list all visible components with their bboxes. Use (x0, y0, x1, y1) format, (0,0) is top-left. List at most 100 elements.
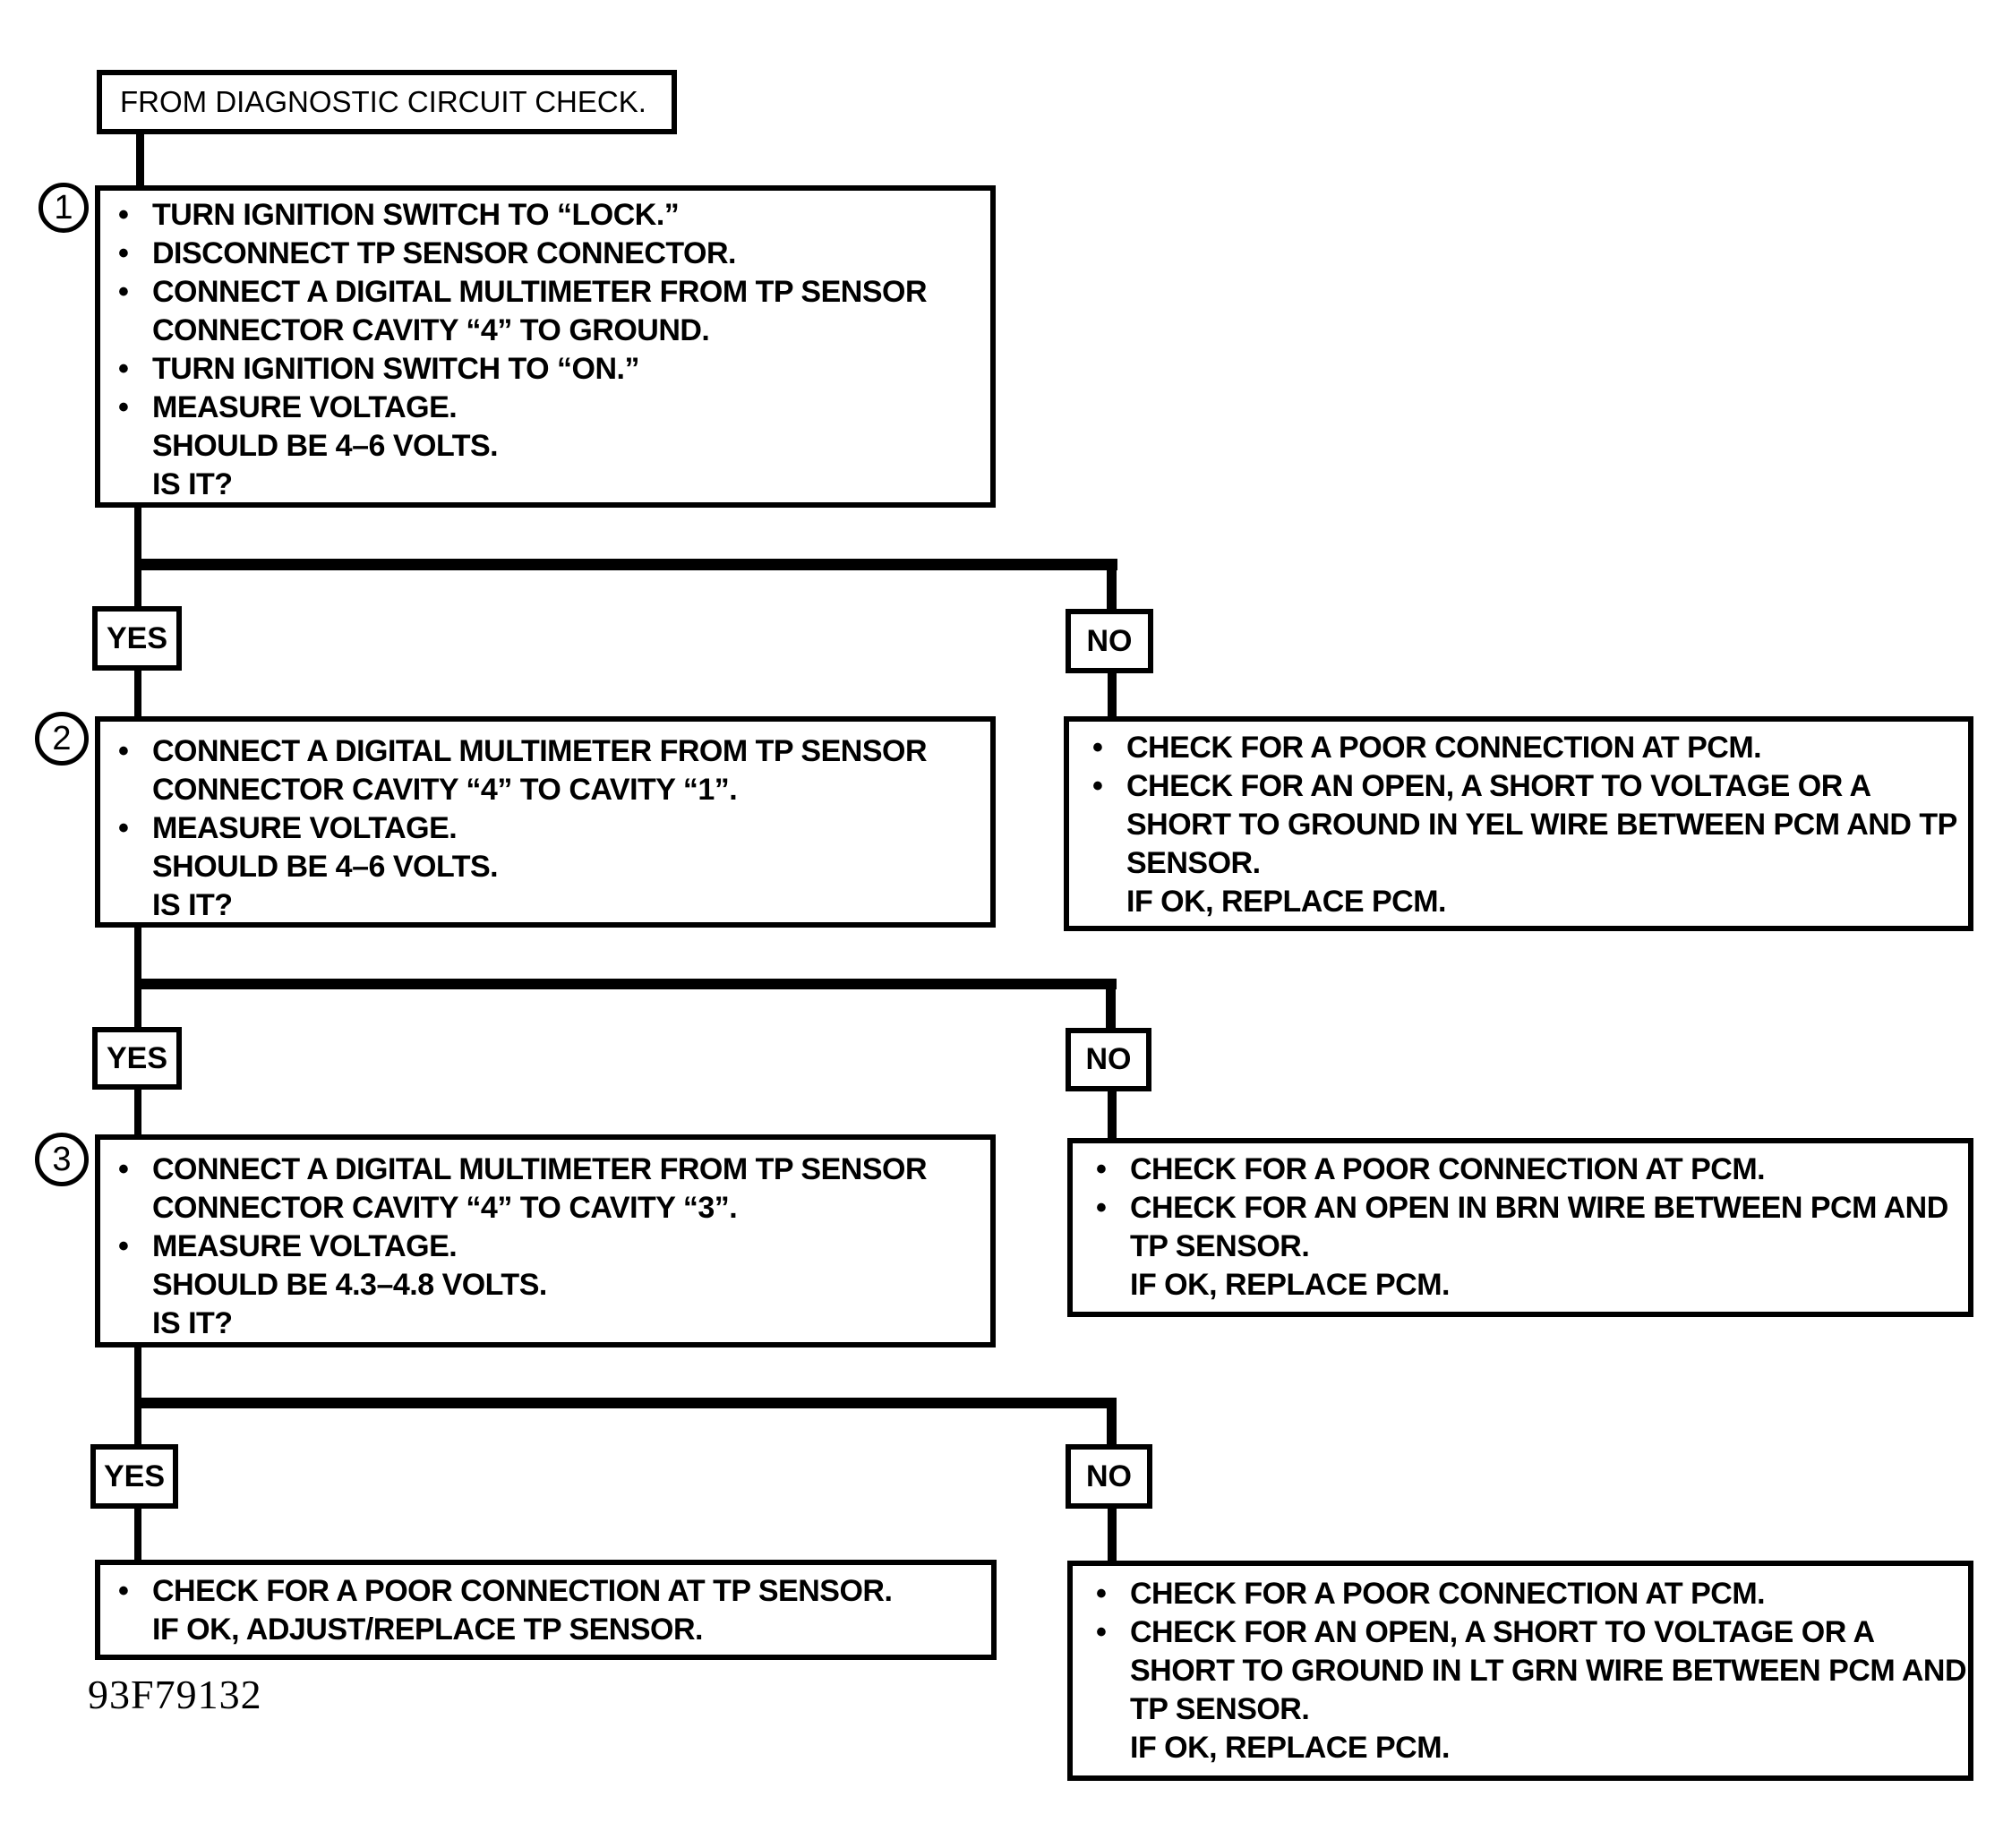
result-line: • CHECK FOR A POOR CONNECTION AT TP SENSO… (118, 1572, 982, 1611)
bullet-marker: • (118, 811, 129, 845)
step-line-text: MEASURE VOLTAGE. (152, 811, 458, 845)
no-label-1: NO (1066, 609, 1153, 673)
step-line-text: CONNECT A DIGITAL MULTIMETER FROM TP SEN… (152, 734, 928, 768)
step-line: IS IT? (118, 886, 981, 925)
step-line-text: TURN IGNITION SWITCH TO “LOCK.” (152, 198, 680, 232)
result-line-text: TP SENSOR. (1130, 1692, 1310, 1726)
step-line: CONNECTOR CAVITY “4” TO CAVITY “1”. (118, 771, 981, 809)
step-2-box: • CONNECT A DIGITAL MULTIMETER FROM TP SE… (95, 716, 996, 928)
no-label-2: NO (1066, 1028, 1151, 1091)
step-line-text: IS IT? (152, 1306, 233, 1340)
result-line: • CHECK FOR AN OPEN, A SHORT TO VOLTAGE O… (1096, 1613, 1959, 1652)
step-3-number: 3 (52, 1140, 72, 1178)
step-line: •MEASURE VOLTAGE. (118, 1228, 981, 1266)
yes-label-3: YES (90, 1444, 178, 1509)
yes-label-2: YES (92, 1027, 182, 1090)
bullet-marker: • (118, 390, 129, 424)
result-line: IF OK, ADJUST/REPLACE TP SENSOR. (118, 1611, 982, 1649)
bullet-marker: • (118, 275, 129, 309)
result-line-text: CHECK FOR AN OPEN, A SHORT TO VOLTAGE OR… (1126, 769, 1871, 803)
result-line: • CHECK FOR AN OPEN, A SHORT TO VOLTAGE O… (1092, 767, 1959, 806)
result-line-text: SHORT TO GROUND IN YEL WIRE BETWEEN PCM … (1126, 808, 1957, 842)
no-label-1-text: NO (1086, 623, 1133, 658)
yes-label-1: YES (92, 606, 182, 671)
bullet-marker: • (1096, 1191, 1107, 1225)
connector-step3-to-yes3 (134, 1345, 141, 1448)
step-line: SHOULD BE 4–6 VOLTS. (118, 427, 981, 466)
result-line-text: IF OK, REPLACE PCM. (1126, 885, 1446, 919)
step-1-circle: 1 (39, 183, 89, 233)
bullet-marker: • (1096, 1615, 1107, 1649)
connector-yes2-to-step3 (134, 1087, 141, 1138)
step-3-circle: 3 (35, 1133, 89, 1186)
step-line: CONNECTOR CAVITY “4” TO CAVITY “3”. (118, 1189, 981, 1228)
connector-no3-to-result3 (1108, 1506, 1117, 1564)
step-line-text: IS IT? (152, 467, 233, 501)
step-line-text: SHOULD BE 4.3–4.8 VOLTS. (152, 1268, 547, 1302)
result-line-text: CHECK FOR A POOR CONNECTION AT PCM. (1126, 731, 1762, 765)
result-line-text: TP SENSOR. (1130, 1229, 1310, 1263)
result-line-text: SENSOR. (1126, 846, 1261, 880)
result-line-text: IF OK, REPLACE PCM. (1130, 1268, 1450, 1302)
step-line: IS IT? (118, 1305, 981, 1343)
result-line: TP SENSOR. (1096, 1690, 1959, 1729)
step-line-text: CONNECT A DIGITAL MULTIMETER FROM TP SEN… (152, 1152, 928, 1186)
bullet-marker: • (118, 1574, 129, 1608)
bullet-marker: • (118, 352, 129, 386)
result-yes-3-box: • CHECK FOR A POOR CONNECTION AT TP SENSO… (95, 1560, 997, 1660)
step-line: CONNECTOR CAVITY “4” TO GROUND. (118, 312, 981, 350)
result-line-text: CHECK FOR AN OPEN, A SHORT TO VOLTAGE OR… (1130, 1615, 1875, 1649)
step-line: • CONNECT A DIGITAL MULTIMETER FROM TP SE… (118, 1151, 981, 1189)
bullet-marker: • (118, 1152, 129, 1186)
result-no-3-box: • CHECK FOR A POOR CONNECTION AT PCM. • CH… (1067, 1561, 1973, 1781)
step-line: •CONNECT A DIGITAL MULTIMETER FROM TP SE… (118, 273, 981, 312)
no-label-3-text: NO (1086, 1459, 1132, 1493)
figure-id-label: 93F79132 (88, 1672, 262, 1717)
connector-branch3-to-no3 (1107, 1402, 1117, 1448)
bullet-marker: • (118, 1229, 129, 1263)
bullet-marker: • (118, 198, 129, 232)
yes-label-1-text: YES (106, 620, 168, 655)
step-line-text: SHOULD BE 4–6 VOLTS. (152, 429, 499, 463)
result-line-text: CHECK FOR A POOR CONNECTION AT TP SENSOR… (152, 1574, 893, 1608)
result-line-text: IF OK, ADJUST/REPLACE TP SENSOR. (152, 1613, 703, 1647)
step-line-text: SHOULD BE 4–6 VOLTS. (152, 850, 499, 884)
step-line-text: MEASURE VOLTAGE. (152, 390, 458, 424)
connector-yes3-to-result-yes3 (134, 1506, 141, 1562)
result-line-text: CHECK FOR A POOR CONNECTION AT PCM. (1130, 1152, 1766, 1186)
result-no-2-box: • CHECK FOR A POOR CONNECTION AT PCM. • CH… (1067, 1138, 1973, 1317)
connector-step1-to-yes1 (134, 505, 141, 609)
step-line-text: CONNECTOR CAVITY “4” TO CAVITY “3”. (152, 1191, 738, 1225)
result-line-text: IF OK, REPLACE PCM. (1130, 1731, 1450, 1765)
bullet-marker: • (1092, 769, 1103, 803)
bullet-marker: • (1092, 731, 1103, 765)
step-line: SHOULD BE 4–6 VOLTS. (118, 848, 981, 886)
step-3-box: • CONNECT A DIGITAL MULTIMETER FROM TP SE… (95, 1134, 996, 1348)
bullet-marker: • (118, 236, 129, 270)
no-label-3: NO (1066, 1444, 1152, 1509)
step-line-text: TURN IGNITION SWITCH TO “ON.” (152, 352, 639, 386)
step-line: •DISCONNECT TP SENSOR CONNECTOR. (118, 235, 981, 273)
result-line: IF OK, REPLACE PCM. (1092, 883, 1959, 921)
connector-yes1-to-step2 (134, 668, 141, 720)
step-line: • MEASURE VOLTAGE. (118, 389, 981, 427)
result-line: • CHECK FOR AN OPEN IN BRN WIRE BETWEEN P… (1096, 1189, 1959, 1228)
bullet-marker: • (1096, 1577, 1107, 1611)
step-line: SHOULD BE 4.3–4.8 VOLTS. (118, 1266, 981, 1305)
step-line-text: IS IT? (152, 888, 233, 922)
connector-no1-to-result1 (1108, 671, 1117, 720)
connector-no2-to-result2 (1108, 1089, 1117, 1141)
result-line: SHORT TO GROUND IN LT GRN WIRE BETWEEN P… (1096, 1652, 1967, 1690)
result-line-text: CHECK FOR A POOR CONNECTION AT PCM. (1130, 1577, 1766, 1611)
start-node-label: FROM DIAGNOSTIC CIRCUIT CHECK. (120, 85, 646, 118)
bullet-marker: • (1096, 1152, 1107, 1186)
step-line: • MEASURE VOLTAGE. (118, 809, 981, 848)
result-line-text: SHORT TO GROUND IN LT GRN WIRE BETWEEN P… (1130, 1654, 1967, 1688)
result-line-text: CHECK FOR AN OPEN IN BRN WIRE BETWEEN PC… (1130, 1191, 1948, 1225)
bullet-marker: • (118, 734, 129, 768)
connector-start-to-step1 (136, 131, 144, 188)
result-line: TP SENSOR. (1096, 1228, 1959, 1266)
step-1-box: • TURN IGNITION SWITCH TO “LOCK.” •DISCON… (95, 185, 996, 508)
yes-label-2-text: YES (106, 1040, 168, 1075)
